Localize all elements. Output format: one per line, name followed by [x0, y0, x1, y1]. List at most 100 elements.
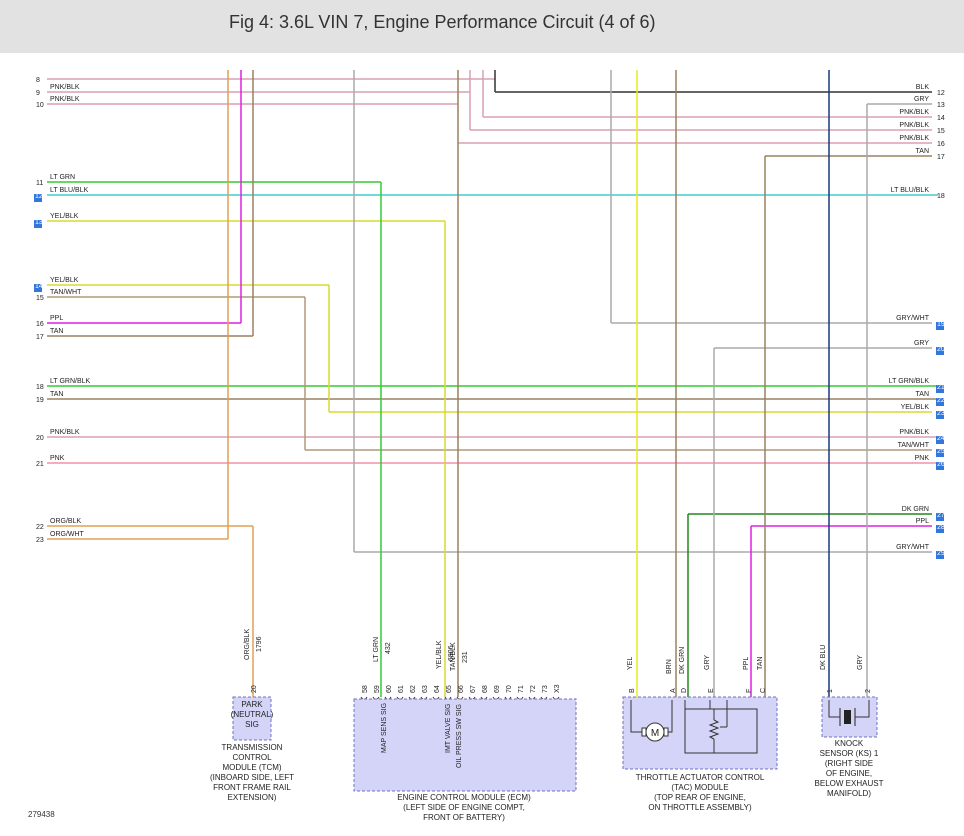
right-marker-20 — [936, 347, 944, 355]
right-num-24: 24 — [937, 435, 945, 442]
right-num-14: 14 — [937, 115, 945, 122]
ecm-pin-69: 69 — [494, 685, 501, 693]
ks-label-6: MANIFOLD) — [827, 789, 871, 798]
right-marker-27 — [936, 513, 944, 521]
right-label-20: GRY — [914, 340, 929, 347]
right-marker-19 — [936, 322, 944, 330]
left-label-15: TAN/WHT — [50, 289, 82, 296]
motor-symbol: M — [651, 728, 659, 739]
left-label-22: ORG/BLK — [50, 518, 81, 525]
right-num-22: 22 — [937, 397, 945, 404]
ecm-pin-61: 61 — [398, 685, 405, 693]
ecm-pin-71: 71 — [518, 685, 525, 693]
left-num-14: 14 — [35, 283, 43, 290]
right-label-13: GRY — [914, 96, 929, 103]
right-label-19: GRY/WHT — [896, 315, 930, 322]
ecm-pin-70: 70 — [506, 685, 513, 693]
ecm-pin-65: 65 — [446, 685, 453, 693]
tac-label-3: (TOP REAR OF ENGINE, — [654, 793, 746, 802]
ecm-label-3: FRONT OF BATTERY) — [423, 813, 505, 822]
tcm-box-line-2: (NEUTRAL) — [231, 710, 274, 719]
tac-pin-D: D — [681, 688, 688, 693]
circuit-number-4: 231 — [462, 651, 469, 663]
right-label-23: YEL/BLK — [901, 404, 930, 411]
left-label-18: LT GRN/BLK — [50, 378, 91, 385]
right-marker-28 — [936, 525, 944, 533]
ks-label-4: OF ENGINE, — [826, 769, 872, 778]
ks-pin-1: 1 — [827, 689, 834, 693]
ks-label-1: KNOCK — [835, 739, 864, 748]
wire-label-8: GRY — [704, 655, 711, 670]
right-num-13: 13 — [937, 102, 945, 109]
right-num-25: 25 — [937, 448, 945, 455]
right-num-18: 18 — [937, 193, 945, 200]
ecm-pin-64: 64 — [434, 685, 441, 693]
left-label-9: PNK/BLK — [50, 84, 80, 91]
left-num-12: 12 — [35, 193, 43, 200]
left-num-18: 18 — [36, 384, 44, 391]
left-num-17: 17 — [36, 334, 44, 341]
wire-label-9: PPL — [743, 657, 750, 670]
left-num-15: 15 — [36, 295, 44, 302]
circuit-number-1: 1796 — [256, 636, 263, 652]
tcm-pin-20: 20 — [251, 685, 258, 693]
left-num-10: 10 — [36, 102, 44, 109]
ecm-label-2: (LEFT SIDE OF ENGINE COMPT, — [403, 803, 525, 812]
left-num-9: 9 — [36, 90, 40, 97]
ks-label-2: SENSOR (KS) 1 — [820, 749, 879, 758]
right-label-25: TAN/WHT — [898, 442, 930, 449]
right-num-17: 17 — [937, 154, 945, 161]
tcm-label-5: FRONT FRAME RAIL — [213, 783, 291, 792]
knock-sensor: KNOCK SENSOR (KS) 1 (RIGHT SIDE OF ENGIN… — [815, 696, 884, 798]
ecm-signal-map: MAP SENS SIG — [381, 703, 388, 753]
ecm-pin-58: 58 — [362, 685, 369, 693]
left-label-21: PNK — [50, 455, 65, 462]
title-bar: Fig 4: 3.6L VIN 7, Engine Performance Ci… — [0, 0, 964, 53]
wire-label-4: TAN/BLK — [450, 642, 457, 671]
tac-label-2: (TAC) MODULE — [671, 783, 728, 792]
right-label-21: LT GRN/BLK — [889, 378, 930, 385]
tac-pin-B: B — [629, 688, 636, 693]
left-num-19: 19 — [36, 397, 44, 404]
left-num-11: 11 — [36, 180, 43, 187]
figure-title: Fig 4: 3.6L VIN 7, Engine Performance Ci… — [229, 12, 656, 32]
wire-label-11: DK BLU — [820, 645, 827, 670]
right-num-21: 21 — [937, 384, 945, 391]
wire-label-7: DK GRN — [679, 647, 686, 674]
left-label-19: TAN — [50, 391, 63, 398]
ecm-pin-63: 63 — [422, 685, 429, 693]
right-label-16: PNK/BLK — [899, 135, 929, 142]
tac-pin-E: E — [708, 688, 715, 693]
wire-label-3: YEL/BLK — [436, 640, 443, 669]
right-num-19: 19 — [937, 321, 945, 328]
right-label-18: LT BLU/BLK — [891, 187, 930, 194]
tac-pin-A: A — [670, 688, 677, 693]
left-marker-14 — [34, 284, 42, 292]
left-label-14: YEL/BLK — [50, 277, 79, 284]
right-marker-24 — [936, 436, 944, 444]
right-marker-21 — [936, 385, 944, 393]
ecm-pin-66: 66 — [458, 685, 465, 693]
left-marker-12 — [34, 194, 42, 202]
wire-layer — [47, 70, 938, 697]
right-label-22: TAN — [916, 391, 929, 398]
tcm-box-line-1: PARK — [241, 700, 263, 709]
tcm-label-3: MODULE (TCM) — [222, 763, 281, 772]
left-num-20: 20 — [36, 435, 44, 442]
ecm-signal-oil: OIL PRESS SW SIG — [456, 704, 463, 768]
left-label-16: PPL — [50, 315, 63, 322]
left-marker-13 — [34, 220, 42, 228]
tcm-module: PARK (NEUTRAL) SIG TRANSMISSION CONTROL … — [210, 696, 294, 802]
right-num-23: 23 — [937, 410, 945, 417]
ecm-signal-imt: IMT VALVE SIG — [445, 704, 452, 753]
right-num-29: 29 — [937, 550, 945, 557]
tcm-label-4: (INBOARD SIDE, LEFT — [210, 773, 294, 782]
wire-label-10: TAN — [757, 657, 764, 670]
ecm-pin-67: 67 — [470, 685, 477, 693]
right-label-24: PNK/BLK — [899, 429, 929, 436]
right-marker-26 — [936, 462, 944, 470]
tcm-label-6: EXTENSION) — [228, 793, 277, 802]
tcm-label-2: CONTROL — [232, 753, 272, 762]
